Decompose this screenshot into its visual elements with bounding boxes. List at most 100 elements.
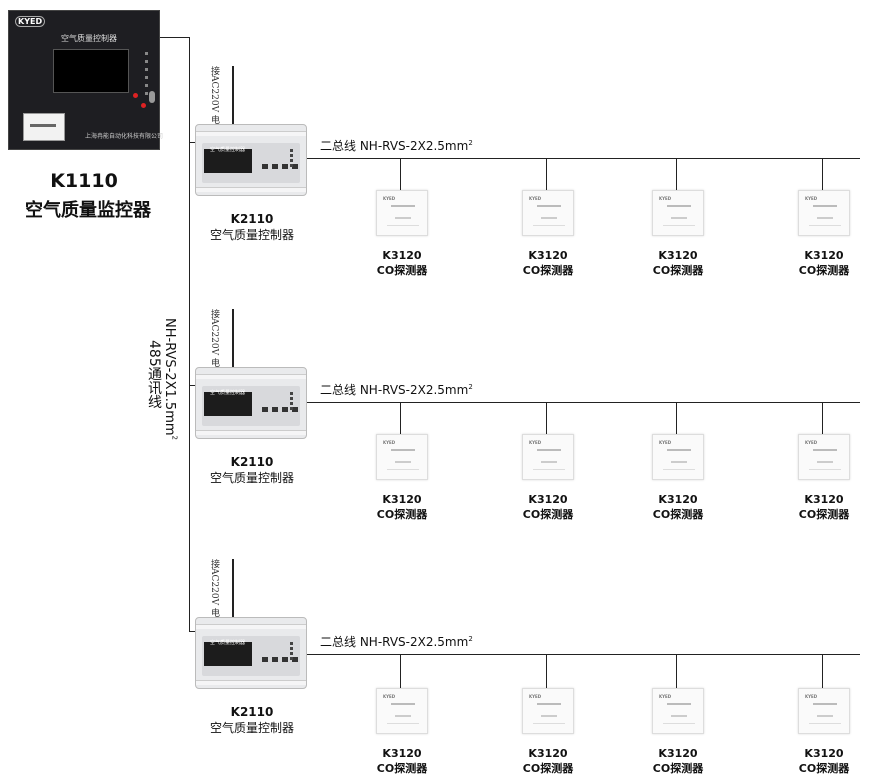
- controller-button: [292, 164, 298, 169]
- detector-name-label: CO探测器: [798, 508, 850, 521]
- detector-model-label: K3120: [658, 493, 698, 506]
- detector-drop-line: [822, 654, 823, 688]
- comm-cable-label: NH-RVS-2X1.5mm2: [162, 318, 179, 440]
- detector-brand: KYED: [659, 196, 672, 201]
- detector-drop-line: [546, 654, 547, 688]
- controller-button: [262, 657, 268, 662]
- detector-model-label: K3120: [804, 747, 844, 760]
- controller-screen: [204, 392, 252, 416]
- controller-buttons: [260, 398, 300, 416]
- co-detector-device: KYED: [376, 190, 428, 236]
- detector-name-label: CO探测器: [798, 264, 850, 277]
- detector-model-label: K3120: [528, 249, 568, 262]
- controller-button: [262, 164, 268, 169]
- detector-drop-line: [676, 158, 677, 190]
- two-wire-bus-line: [307, 158, 860, 159]
- bus-cable-label: 二总线 NH-RVS-2X2.5mm2: [320, 383, 473, 397]
- branch-line: [189, 385, 197, 386]
- k2110-controller-module: 空气质量控制器: [195, 124, 307, 196]
- branch-line: [189, 142, 197, 143]
- detector-drop-line: [676, 402, 677, 434]
- detector-model-label: K3120: [382, 747, 422, 760]
- detector-drop-line: [400, 402, 401, 434]
- detector-name-label: CO探测器: [376, 264, 428, 277]
- air-quality-monitor-panel: KYED 空气质量控制器 上海冉能自动化科技有限公司: [8, 10, 163, 150]
- panel-title: 空气质量控制器: [61, 34, 117, 43]
- controller-button: [282, 407, 288, 412]
- comm-purpose-label: 485通讯线: [146, 340, 162, 409]
- controller-buttons: [260, 648, 300, 666]
- brand-logo: KYED: [15, 16, 46, 27]
- controller-name-label: 空气质量控制器: [209, 228, 294, 242]
- controller-name-label: 空气质量控制器: [209, 471, 294, 485]
- detector-drop-line: [676, 654, 677, 688]
- detector-drop-line: [822, 402, 823, 434]
- co-detector-device: KYED: [522, 688, 574, 734]
- two-wire-bus-line: [307, 654, 860, 655]
- detector-name-label: CO探测器: [522, 264, 574, 277]
- status-leds: [133, 47, 153, 107]
- co-detector-device: KYED: [652, 190, 704, 236]
- controller-model-label: K2110: [230, 212, 274, 226]
- controller-button: [292, 657, 298, 662]
- controller-button: [272, 164, 278, 169]
- power-label: 接AC220V 电源: [209, 559, 219, 626]
- monitor-model-label: K1110: [50, 170, 118, 192]
- detector-name-label: CO探测器: [376, 762, 428, 775]
- k2110-controller-module: 空气质量控制器: [195, 367, 307, 439]
- detector-model-label: K3120: [528, 493, 568, 506]
- backbone-line: [189, 37, 190, 631]
- power-cable-line: [232, 559, 234, 617]
- controller-screen: [204, 642, 252, 666]
- power-label: 接AC220V 电源: [209, 309, 219, 376]
- detector-model-label: K3120: [528, 747, 568, 760]
- printer-module: [23, 113, 65, 141]
- bus-cable-label: 二总线 NH-RVS-2X2.5mm2: [320, 139, 473, 153]
- controller-button: [282, 657, 288, 662]
- detector-name-label: CO探测器: [798, 762, 850, 775]
- detector-brand: KYED: [529, 694, 542, 699]
- controller-indicator-leds: [286, 147, 300, 167]
- controller-button: [282, 164, 288, 169]
- co-detector-device: KYED: [376, 688, 428, 734]
- co-detector-device: KYED: [798, 688, 850, 734]
- alarm-led: [141, 103, 146, 108]
- detector-model-label: K3120: [382, 493, 422, 506]
- k2110-controller-module: 空气质量控制器: [195, 617, 307, 689]
- detector-model-label: K3120: [804, 249, 844, 262]
- bus-cable-label: 二总线 NH-RVS-2X2.5mm2: [320, 635, 473, 649]
- two-wire-bus-line: [307, 402, 860, 403]
- controller-name-label: 空气质量控制器: [209, 721, 294, 735]
- controller-screen-title: 空气质量控制器: [210, 147, 246, 153]
- controller-buttons: [260, 155, 300, 173]
- power-cable-line: [232, 309, 234, 367]
- detector-name-label: CO探测器: [522, 508, 574, 521]
- branch-line: [189, 631, 197, 632]
- co-detector-device: KYED: [522, 434, 574, 480]
- detector-drop-line: [822, 158, 823, 190]
- detector-name-label: CO探测器: [376, 508, 428, 521]
- detector-drop-line: [546, 402, 547, 434]
- detector-name-label: CO探测器: [522, 762, 574, 775]
- monitor-link-line: [160, 37, 190, 38]
- detector-model-label: K3120: [382, 249, 422, 262]
- detector-model-label: K3120: [804, 493, 844, 506]
- controller-indicator-leds: [286, 640, 300, 660]
- monitor-screen: [53, 49, 129, 93]
- controller-model-label: K2110: [230, 705, 274, 719]
- detector-brand: KYED: [529, 196, 542, 201]
- detector-name-label: CO探测器: [652, 508, 704, 521]
- controller-button: [262, 407, 268, 412]
- detector-drop-line: [546, 158, 547, 190]
- detector-drop-line: [400, 654, 401, 688]
- monitor-name-label: 空气质量监控器: [25, 200, 151, 221]
- controller-screen-title: 空气质量控制器: [210, 390, 246, 396]
- controller-model-label: K2110: [230, 455, 274, 469]
- detector-brand: KYED: [659, 694, 672, 699]
- detector-model-label: K3120: [658, 249, 698, 262]
- controller-button: [272, 407, 278, 412]
- co-detector-device: KYED: [652, 434, 704, 480]
- co-detector-device: KYED: [376, 434, 428, 480]
- controller-screen: [204, 149, 252, 173]
- controller-screen-title: 空气质量控制器: [210, 640, 246, 646]
